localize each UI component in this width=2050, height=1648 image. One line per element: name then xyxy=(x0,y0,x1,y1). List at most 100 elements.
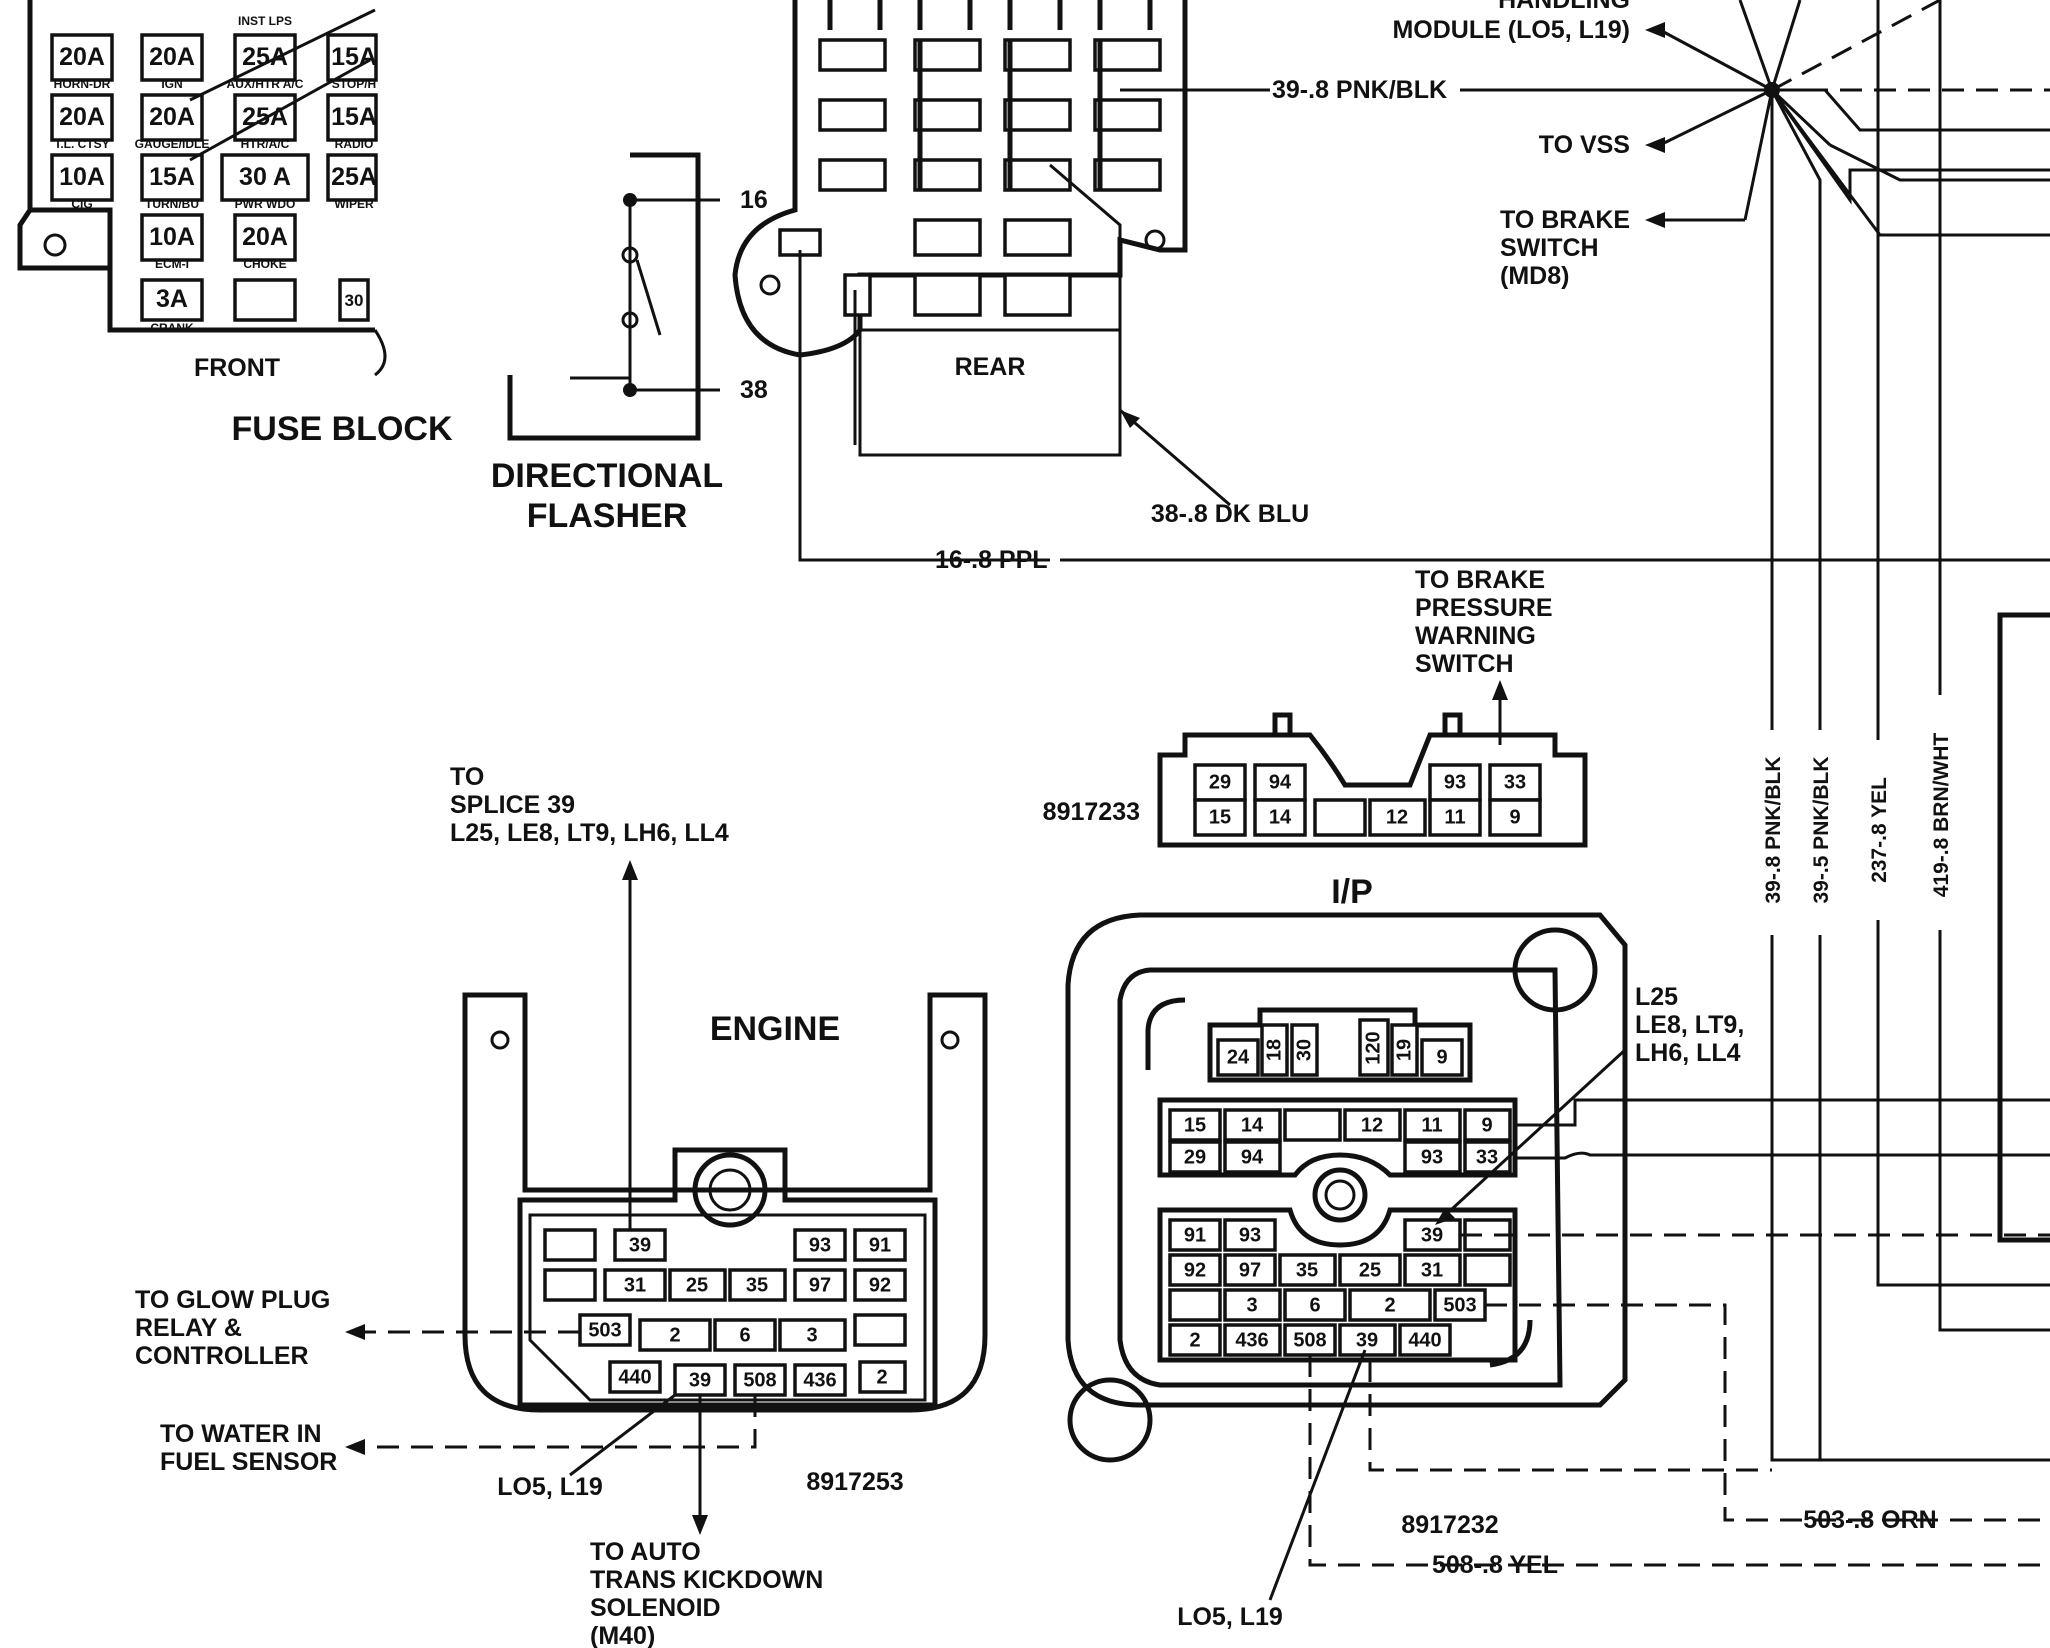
pin: 39 xyxy=(689,1369,711,1391)
pin: 2 xyxy=(669,1324,680,1346)
pin: 3 xyxy=(806,1324,817,1346)
pin: 508 xyxy=(743,1369,776,1391)
wire-v237-yel: 237-.8 YEL xyxy=(1868,777,1891,883)
rear-fuse-slots xyxy=(778,38,1162,317)
pin: 29 xyxy=(1184,1146,1206,1168)
fuse-rating: 20A xyxy=(149,43,195,71)
fuse-name: RADIO xyxy=(335,137,374,151)
auto-trans-line3: SOLENOID xyxy=(590,1594,721,1622)
wire-38-dk-blu-label: 38-.8 DK BLU xyxy=(1151,500,1309,528)
fuse-name: CHOKE xyxy=(243,257,286,271)
pin: 11 xyxy=(1421,1114,1442,1136)
pin: 18 xyxy=(1263,1039,1285,1061)
glow-plug-line1: TO GLOW PLUG xyxy=(135,1286,330,1314)
pin: 11 xyxy=(1444,806,1465,828)
fuse xyxy=(50,33,114,82)
fuse-rating: 15A xyxy=(331,103,377,131)
brake-pressure-line3: WARNING xyxy=(1415,622,1536,650)
engine-connector: ENGINE 39 93 91 31 25 35 97 92 503 xyxy=(135,763,988,1648)
pin: 25 xyxy=(1359,1259,1381,1281)
pin: 9 xyxy=(1481,1114,1492,1136)
pin: 97 xyxy=(809,1274,831,1296)
fuse-name: ECM-I xyxy=(155,257,189,271)
fuse-rating: 10A xyxy=(59,163,105,191)
pin: 93 xyxy=(1421,1146,1443,1168)
fuse-rating: 10A xyxy=(149,223,195,251)
brake-switch-line3: (MD8) xyxy=(1500,262,1569,290)
engine-part-number: 8917253 xyxy=(806,1468,903,1496)
pin: 14 xyxy=(1269,806,1292,828)
pin: 94 xyxy=(1241,1146,1264,1168)
water-sensor-line1: TO WATER IN xyxy=(160,1420,322,1448)
auto-trans-line2: TRANS KICKDOWN xyxy=(590,1566,823,1594)
wire-16-ppl-label: 16-.8 PPL xyxy=(935,546,1048,574)
flasher-terminal-16: 16 xyxy=(740,186,768,214)
pin: 12 xyxy=(1361,1114,1383,1136)
fuse-name: CRANK xyxy=(150,321,194,335)
fuse-name: PWR WDO xyxy=(235,197,296,211)
pin: 120 xyxy=(1362,1031,1384,1064)
fuse-name: TURN/BU xyxy=(145,197,199,211)
pin: 508 xyxy=(1293,1329,1326,1351)
flasher-title-line1: DIRECTIONAL xyxy=(491,457,723,495)
pin: 91 xyxy=(869,1234,891,1256)
pin: 440 xyxy=(1408,1329,1441,1351)
fuse-name: HTR/A/C xyxy=(241,137,290,151)
glow-plug-line2: RELAY & xyxy=(135,1314,242,1342)
flasher-terminal-38: 38 xyxy=(740,376,768,404)
brake-pressure-line2: PRESSURE xyxy=(1415,594,1553,622)
pin: 503 xyxy=(1443,1294,1476,1316)
pin: 92 xyxy=(869,1274,891,1296)
ip-label: I/P xyxy=(1331,873,1373,911)
brake-switch-line1: TO BRAKE xyxy=(1500,206,1630,234)
to-splice-line3: L25, LE8, LT9, LH6, LL4 xyxy=(450,819,729,847)
connector-8917233: TO BRAKE PRESSURE WARNING SWITCH 29 94 9… xyxy=(1043,566,1588,848)
fuse-block-front: 20A HORN-DR 20A IGN 25A AUX/HTR A/C 15A … xyxy=(17,0,453,448)
fuse-rating: 20A xyxy=(59,103,105,131)
pin: 93 xyxy=(1444,771,1466,793)
ip-part-number: 8917232 xyxy=(1401,1511,1498,1539)
pin: 6 xyxy=(1309,1294,1320,1316)
fuse-rating: 20A xyxy=(242,223,288,251)
pin: 9 xyxy=(1436,1046,1447,1068)
ip-splice-line2: LE8, LT9, xyxy=(1635,1011,1744,1039)
pin: 25 xyxy=(686,1274,708,1296)
water-sensor-line2: FUEL SENSOR xyxy=(160,1448,337,1476)
front-label: FRONT xyxy=(194,354,280,382)
ip-lo5-label: LO5, L19 xyxy=(1177,1603,1283,1631)
glow-plug-line3: CONTROLLER xyxy=(135,1342,309,1370)
pin: 35 xyxy=(1296,1259,1318,1281)
pin: 436 xyxy=(803,1369,836,1391)
connector-8917233-part: 8917233 xyxy=(1043,798,1140,826)
pin: 436 xyxy=(1235,1329,1268,1351)
pin: 94 xyxy=(1269,771,1292,793)
fuse-rating: 30 xyxy=(345,291,364,310)
pin: 15 xyxy=(1184,1114,1206,1136)
handling-label-line1: HANDLING xyxy=(1498,0,1630,14)
fuse-top-label: INST LPS xyxy=(238,14,292,28)
to-splice-line2: SPLICE 39 xyxy=(450,791,575,819)
fuse-rating: 3A xyxy=(156,285,188,313)
pin: 15 xyxy=(1209,806,1231,828)
auto-trans-line1: TO AUTO xyxy=(590,1538,701,1566)
fuse-block-title: FUSE BLOCK xyxy=(232,410,453,448)
wire-508-yel-label: 508-.8 YEL xyxy=(1432,1551,1558,1579)
pin: 2 xyxy=(1384,1294,1395,1316)
pin: 3 xyxy=(1246,1294,1257,1316)
pin: 39 xyxy=(629,1234,651,1256)
ip-top-pins: 24 18 30 120 19 9 xyxy=(1216,1018,1464,1077)
ip-main-pins: 15 14 12 11 9 29 94 93 33 xyxy=(1168,1108,1512,1174)
pin: 24 xyxy=(1227,1046,1250,1068)
pin: 33 xyxy=(1476,1146,1498,1168)
brake-switch-line2: SWITCH xyxy=(1500,234,1599,262)
wire-39-pnk-blk-label: 39-.8 PNK/BLK xyxy=(1272,76,1447,104)
fuse-rating: 30 A xyxy=(239,163,291,191)
auto-trans-line4: (M40) xyxy=(590,1622,655,1648)
brake-pressure-line4: SWITCH xyxy=(1415,650,1514,678)
fuse-rating: 25A xyxy=(331,163,377,191)
fuse-name: AUX/HTR A/C xyxy=(227,77,304,91)
pin: 35 xyxy=(746,1274,768,1296)
pin: 91 xyxy=(1184,1224,1206,1246)
